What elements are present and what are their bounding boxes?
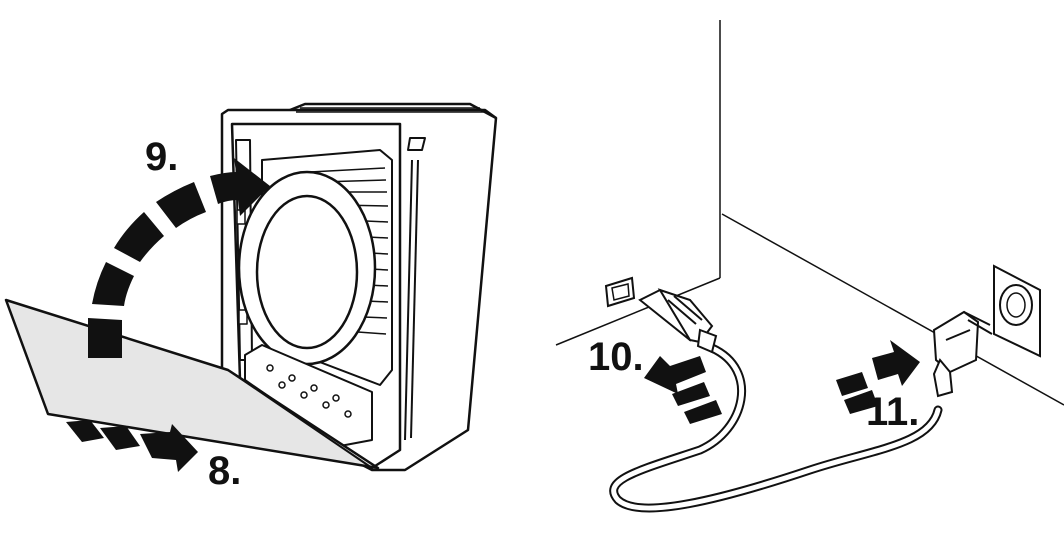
- step-11-label: 11.: [866, 390, 919, 434]
- arrow-icon: [88, 158, 270, 358]
- step-9-label: 9.: [145, 135, 178, 179]
- step-8-label: 8.: [208, 449, 241, 493]
- step-10-label: 10.: [588, 335, 644, 379]
- wall-socket-icon: [993, 264, 1041, 358]
- arrow-icon: [836, 340, 920, 414]
- power-inlet-icon: [604, 276, 636, 308]
- arrow-icon: [644, 356, 722, 424]
- arrow-icon: [66, 420, 198, 472]
- device-plug-icon: [638, 288, 718, 354]
- wall-plug-icon: [932, 310, 993, 398]
- wall-corner: [555, 20, 1064, 406]
